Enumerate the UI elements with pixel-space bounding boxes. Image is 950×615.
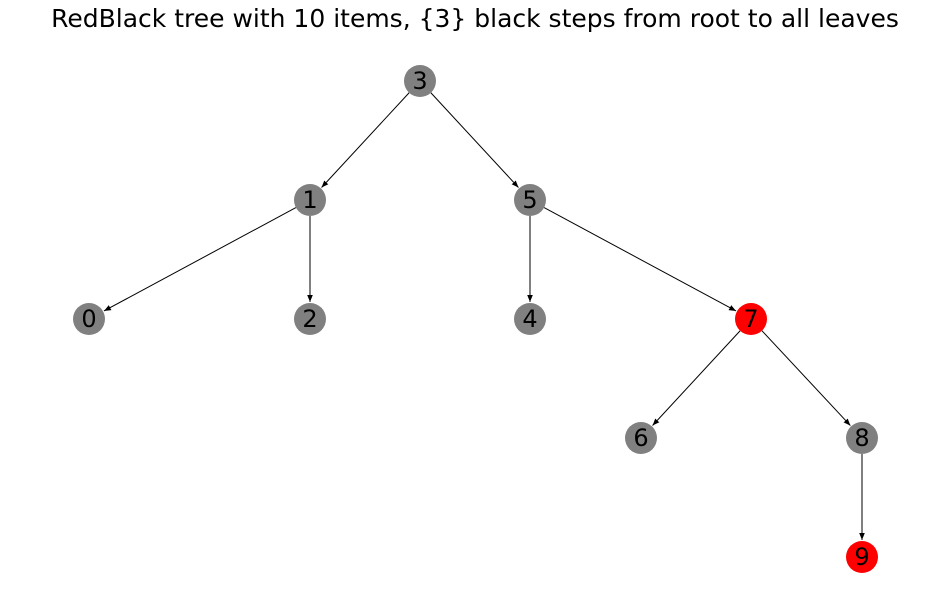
diagram-title: RedBlack tree with 10 items, {3} black s… <box>51 4 899 33</box>
node-circle-black <box>404 65 436 97</box>
tree-node-8: 8 <box>846 422 878 454</box>
tree-node-9: 9 <box>846 541 878 573</box>
edge-3-1 <box>321 92 410 188</box>
node-circle-black <box>514 303 546 335</box>
tree-node-3: 3 <box>404 65 436 97</box>
nodes-layer: 3 1 5 0 2 4 7 6 8 9 <box>73 65 878 573</box>
tree-node-4: 4 <box>514 303 546 335</box>
node-circle-black <box>294 184 326 216</box>
edges-layer <box>103 92 865 540</box>
tree-node-6: 6 <box>625 422 657 454</box>
node-label: 3 <box>412 67 427 95</box>
node-label: 6 <box>633 424 648 452</box>
tree-node-1: 1 <box>294 184 326 216</box>
node-label: 4 <box>522 305 537 333</box>
edge-3-5 <box>430 92 519 188</box>
edge-7-8 <box>761 330 851 426</box>
edge-1-0 <box>103 207 297 312</box>
node-label: 5 <box>522 186 537 214</box>
tree-node-0: 0 <box>73 303 105 335</box>
node-label: 2 <box>302 305 317 333</box>
edge-7-6 <box>652 330 741 426</box>
node-label: 0 <box>81 305 96 333</box>
node-circle-black <box>846 422 878 454</box>
tree-node-7: 7 <box>735 303 767 335</box>
node-label: 9 <box>854 543 869 571</box>
node-label: 8 <box>854 424 869 452</box>
node-label: 1 <box>302 186 317 214</box>
tree-node-5: 5 <box>514 184 546 216</box>
node-circle-red <box>735 303 767 335</box>
node-circle-black <box>73 303 105 335</box>
node-circle-black <box>514 184 546 216</box>
tree-node-2: 2 <box>294 303 326 335</box>
node-label: 7 <box>743 305 758 333</box>
node-circle-red <box>846 541 878 573</box>
node-circle-black <box>625 422 657 454</box>
edge-5-7 <box>543 207 737 312</box>
node-circle-black <box>294 303 326 335</box>
